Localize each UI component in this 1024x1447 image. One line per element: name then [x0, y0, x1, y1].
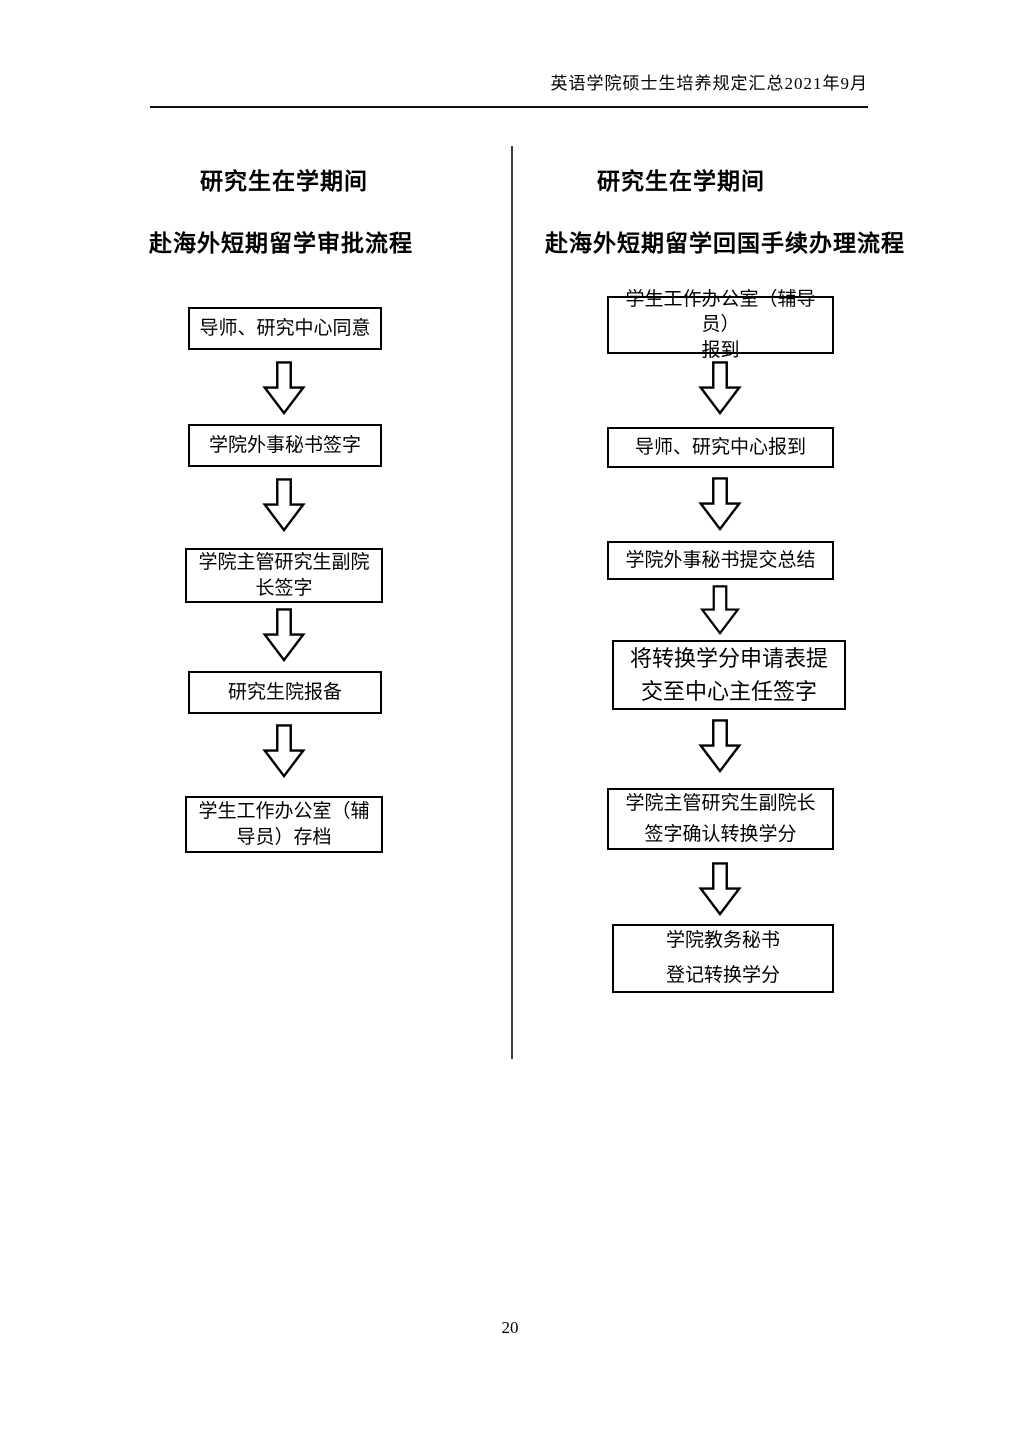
left-flow-step-box: 导师、研究中心同意 — [188, 307, 382, 350]
left-flow-step-box: 学生工作办公室（辅 导员）存档 — [185, 796, 383, 853]
down-arrow-icon — [698, 862, 742, 916]
left-flow-step-box: 研究生院报备 — [188, 671, 382, 714]
left-flow-step-box: 学院外事秘书签字 — [188, 424, 382, 467]
down-arrow-icon — [698, 585, 742, 635]
down-arrow-icon — [262, 724, 306, 778]
right-flowchart-title-line2: 赴海外短期留学回国手续办理流程 — [545, 231, 905, 256]
right-flow-step-box: 学院教务秘书 登记转换学分 — [612, 924, 834, 993]
down-arrow-icon — [698, 477, 742, 531]
document-header: 英语学院硕士生培养规定汇总2021年9月 — [550, 74, 868, 93]
right-flow-step-box: 学生工作办公室（辅导员） 报到 — [607, 289, 834, 361]
left-flow-step-box: 学院主管研究生副院 长签字 — [185, 548, 383, 603]
right-flow-step-box: 学院外事秘书提交总结 — [607, 541, 834, 580]
left-flowchart-title-line2: 赴海外短期留学审批流程 — [149, 231, 413, 256]
right-flow-step-box: 将转换学分申请表提 交至中心主任签字 — [612, 640, 846, 710]
down-arrow-icon — [698, 719, 742, 773]
header-divider-line — [150, 106, 868, 108]
down-arrow-icon — [262, 361, 306, 415]
down-arrow-icon — [262, 478, 306, 532]
page-number: 20 — [501, 1318, 519, 1337]
right-flow-step-box: 导师、研究中心报到 — [607, 427, 834, 468]
right-flowchart-title-line1: 研究生在学期间 — [597, 169, 765, 194]
right-flow-step-box: 学院主管研究生副院长 签字确认转换学分 — [607, 788, 834, 850]
left-flowchart-title-line1: 研究生在学期间 — [200, 169, 368, 194]
column-divider-line — [511, 146, 513, 1059]
down-arrow-icon — [262, 608, 306, 662]
down-arrow-icon — [698, 361, 742, 415]
